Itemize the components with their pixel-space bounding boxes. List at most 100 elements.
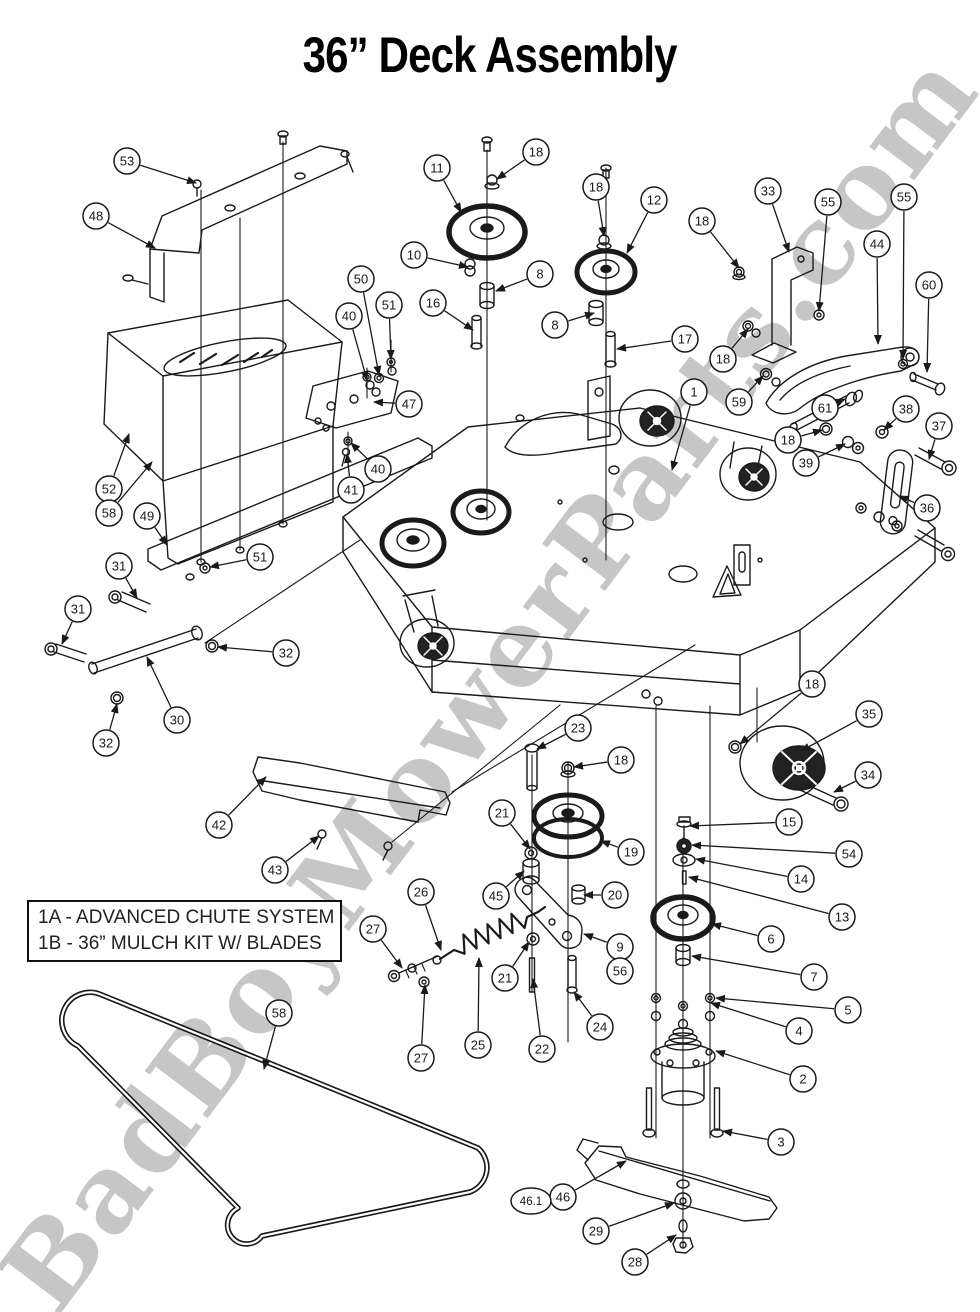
balloon-circle bbox=[395, 390, 423, 418]
leader-line bbox=[107, 222, 156, 249]
leader-line bbox=[140, 164, 197, 185]
callout-37: 37 bbox=[925, 412, 953, 460]
balloon-circle bbox=[95, 499, 123, 527]
callout-18: 18 bbox=[496, 138, 550, 180]
leader-line bbox=[833, 780, 856, 793]
callout-8: 8 bbox=[541, 311, 595, 339]
balloon-number: 46.1 bbox=[520, 1196, 542, 1208]
callout-35: 35 bbox=[800, 700, 883, 752]
balloon-circle bbox=[272, 639, 300, 667]
callout-26: 26 bbox=[407, 878, 442, 951]
chute-bracket bbox=[122, 130, 354, 303]
balloon-number: 61 bbox=[818, 401, 832, 416]
callout-51: 51 bbox=[375, 291, 403, 360]
balloon-circle bbox=[400, 241, 428, 269]
leader-line bbox=[731, 328, 749, 349]
callout-59: 59 bbox=[725, 375, 764, 416]
leader-line bbox=[444, 310, 474, 331]
balloon-number: 18 bbox=[614, 753, 628, 768]
balloon-number: 42 bbox=[212, 818, 226, 833]
leader-line bbox=[616, 340, 672, 352]
leader-line bbox=[695, 856, 788, 878]
leader-line bbox=[626, 212, 649, 254]
balloon-number: 26 bbox=[414, 885, 428, 900]
balloon-number: 19 bbox=[624, 845, 638, 860]
callout-31: 31 bbox=[105, 552, 138, 599]
callout-33: 33 bbox=[754, 177, 790, 253]
balloon-circle bbox=[601, 881, 629, 909]
balloon-circle bbox=[347, 265, 375, 293]
balloon-circle bbox=[205, 811, 233, 839]
balloon-circle bbox=[709, 345, 737, 373]
leader-line bbox=[710, 1001, 786, 1028]
balloon-circle bbox=[419, 289, 447, 317]
callout-44: 44 bbox=[863, 230, 891, 345]
balloon-circle bbox=[163, 706, 191, 734]
leader-line bbox=[800, 720, 858, 752]
legend-line-1: 1A - ADVANCED CHUTE SYSTEM bbox=[38, 907, 335, 928]
callout-5: 5 bbox=[715, 994, 862, 1024]
leader-line bbox=[209, 559, 247, 570]
balloon-number: 34 bbox=[861, 768, 875, 783]
callout-36: 36 bbox=[898, 494, 941, 522]
leader-line bbox=[815, 215, 828, 312]
balloon-number: 36 bbox=[920, 501, 934, 516]
balloon-number: 29 bbox=[589, 1224, 603, 1239]
balloon-number: 40 bbox=[342, 309, 356, 324]
leader-line bbox=[771, 204, 790, 253]
balloon-number: 37 bbox=[932, 419, 946, 434]
balloon-circle bbox=[335, 302, 363, 330]
balloon-number: 20 bbox=[608, 888, 622, 903]
callout-9: 9 bbox=[583, 933, 634, 961]
callout-18: 18 bbox=[582, 173, 610, 237]
callout-12: 12 bbox=[626, 186, 668, 254]
balloon-number: 56 bbox=[613, 964, 627, 979]
spindle-pulley-column-left bbox=[446, 136, 528, 350]
balloon-circle bbox=[617, 838, 645, 866]
leader-line bbox=[722, 1128, 768, 1141]
leader-line bbox=[496, 159, 525, 180]
balloon-number: 51 bbox=[382, 298, 396, 313]
balloon-number: 48 bbox=[89, 209, 103, 224]
balloon-number: 24 bbox=[593, 1020, 607, 1035]
callout-39: 39 bbox=[792, 443, 846, 477]
adjustment-rod bbox=[44, 590, 219, 705]
callout-29: 29 bbox=[582, 1202, 675, 1245]
leader-line bbox=[228, 776, 267, 816]
balloon-circle bbox=[488, 799, 516, 827]
balloon-circle bbox=[586, 1013, 614, 1041]
balloon-circle bbox=[510, 1187, 552, 1215]
balloon-number: 52 bbox=[102, 482, 116, 497]
leader-line bbox=[474, 957, 483, 1032]
balloon-number: 55 bbox=[821, 195, 835, 210]
leader-line bbox=[710, 231, 740, 269]
balloon-circle bbox=[582, 173, 610, 201]
balloon-circle bbox=[359, 915, 387, 943]
balloon-number: 9 bbox=[616, 940, 623, 955]
callout-54: 54 bbox=[691, 840, 863, 868]
balloon-number: 43 bbox=[268, 863, 282, 878]
balloon-circle bbox=[337, 476, 365, 504]
leader-line bbox=[262, 1026, 277, 1070]
leader-line bbox=[113, 433, 130, 477]
leader-line bbox=[688, 875, 829, 915]
balloon-circle bbox=[785, 1017, 813, 1045]
leader-line bbox=[530, 978, 541, 1036]
callout-23: 23 bbox=[536, 714, 592, 750]
balloon-number: 11 bbox=[430, 161, 444, 176]
balloon-number: 21 bbox=[498, 971, 512, 986]
callout-28: 28 bbox=[621, 1234, 677, 1276]
callout-2: 2 bbox=[715, 1049, 817, 1093]
leader-line bbox=[715, 994, 835, 1010]
leader-line bbox=[285, 835, 320, 862]
leader-line bbox=[597, 200, 607, 237]
callout-50: 50 bbox=[347, 265, 382, 376]
leader-line bbox=[506, 870, 525, 888]
balloon-circle bbox=[800, 963, 828, 991]
callout-18: 18 bbox=[688, 207, 740, 269]
balloon-number: 50 bbox=[354, 272, 368, 287]
balloon-number: 15 bbox=[782, 815, 796, 830]
balloon-circle bbox=[607, 746, 635, 774]
callout-30: 30 bbox=[146, 656, 191, 734]
callout-18: 18 bbox=[573, 746, 635, 774]
